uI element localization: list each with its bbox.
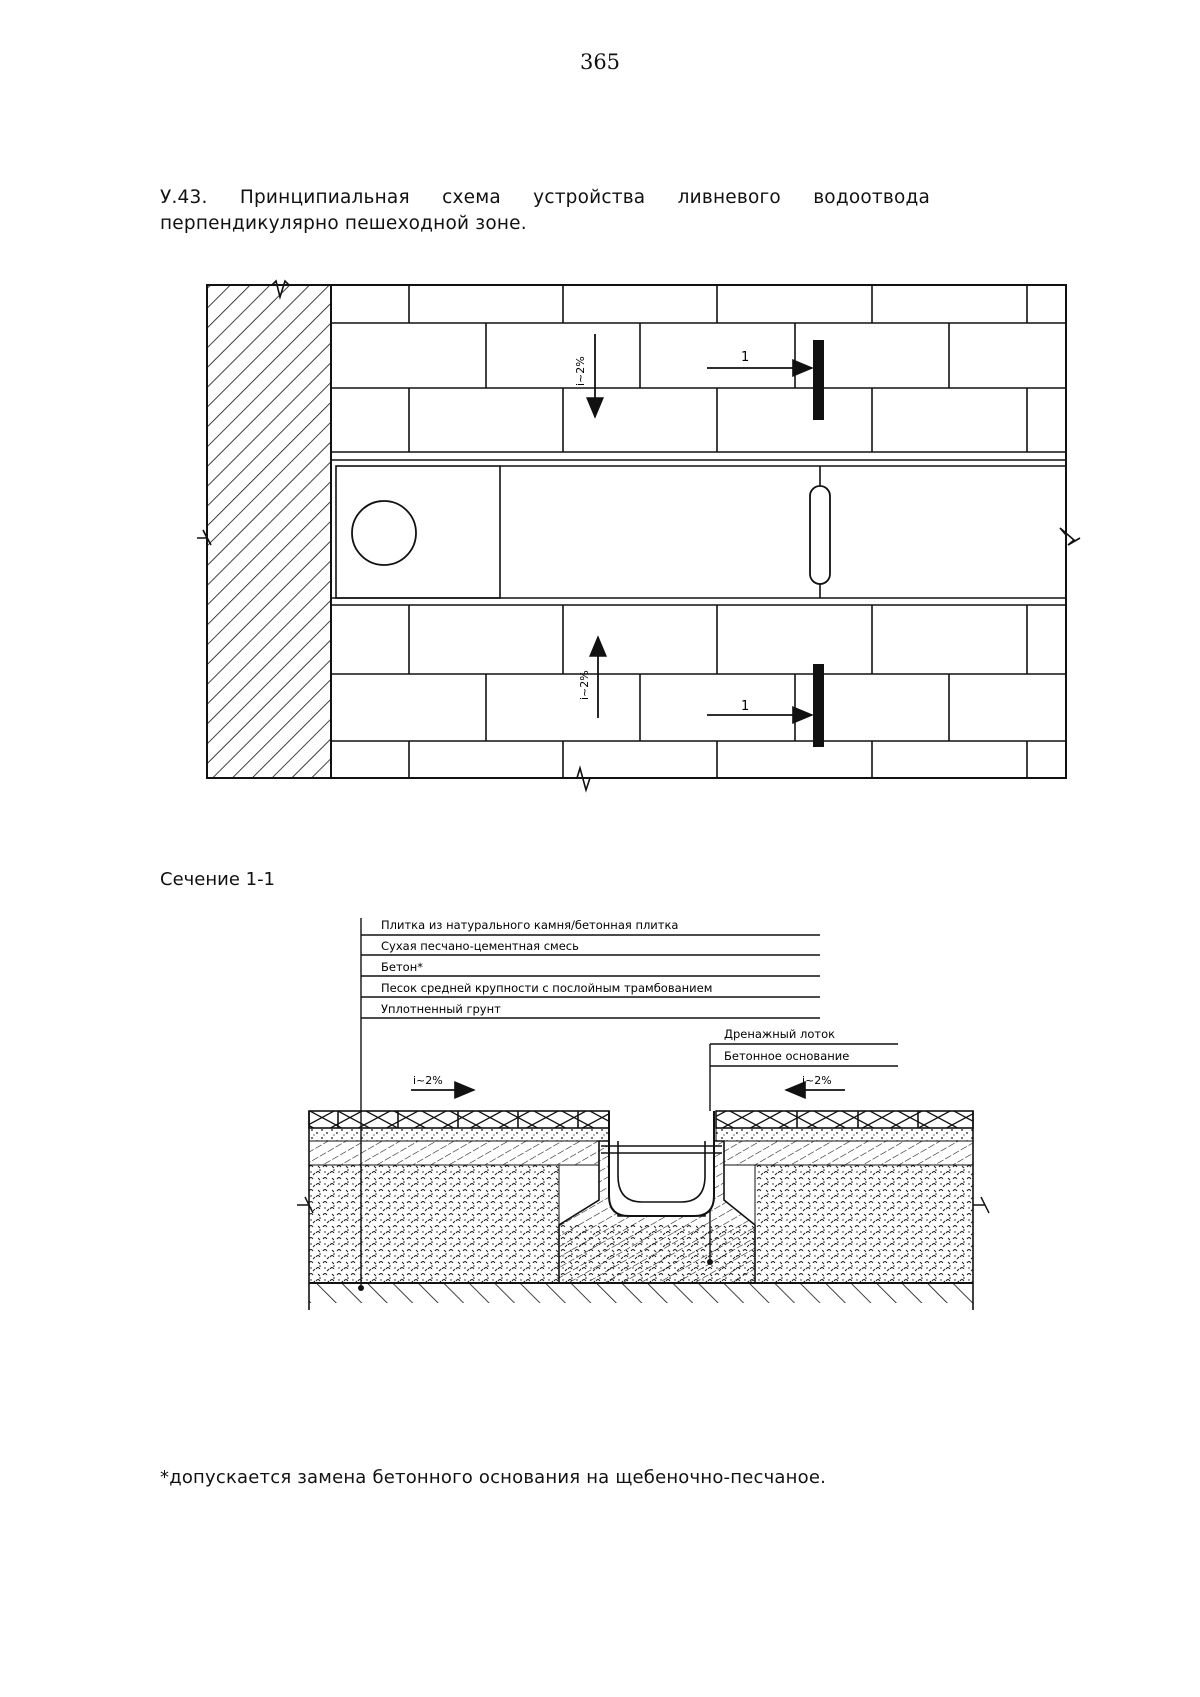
section-mark-bottom: 1 <box>741 699 749 714</box>
layer-label-2: Сухая песчано-цементная смесь <box>381 939 579 953</box>
inspection-well-icon <box>351 500 417 566</box>
dry-mix-layer-left <box>308 1127 610 1142</box>
page-number: 365 <box>579 50 621 74</box>
drain-label-1: Дренажный лоток <box>724 1027 835 1041</box>
figure-caption-line-1: У.43. Принципиальная схема устройства ли… <box>160 187 930 208</box>
section-break-left <box>297 1196 314 1214</box>
sand-layer-right <box>754 1164 974 1284</box>
tile-joints <box>337 1111 919 1128</box>
figure-caption: У.43. Принципиальная схема устройства ли… <box>160 185 960 237</box>
layer-label-5: Уплотненный грунт <box>381 1002 501 1016</box>
layer-label-1: Плитка из натурального камня/бетонная пл… <box>381 918 678 932</box>
figure-caption-line-2: перпендикулярно пешеходной зоне. <box>160 213 527 234</box>
layer-label-3: Бетон* <box>381 960 423 974</box>
upper-paving <box>331 285 1066 453</box>
section-title: Сечение 1-1 <box>160 869 276 890</box>
break-mark-right <box>1059 527 1081 546</box>
dry-mix-layer-right <box>715 1127 974 1142</box>
slope-label-top: i~2% <box>574 356 587 386</box>
ground-hatch <box>309 1283 973 1303</box>
drainage-channel-plan <box>331 459 1066 606</box>
channel-inner-profile <box>617 1141 706 1203</box>
drain-label-2: Бетонное основание <box>724 1049 849 1063</box>
pavement-outline <box>330 284 1067 779</box>
tile-layer-right <box>715 1110 974 1129</box>
lower-paving <box>331 605 1066 778</box>
slope-label-left: i~2% <box>413 1074 443 1087</box>
layer-label-4: Песок средней крупности с послойным трам… <box>381 981 712 995</box>
wall-hatch <box>206 284 332 779</box>
section-mark-top: 1 <box>741 350 749 365</box>
slope-label-right: i~2% <box>802 1074 832 1087</box>
section-break-right <box>973 1196 990 1214</box>
section-cut-bar-bottom <box>813 664 824 747</box>
concrete-layer-right <box>723 1140 974 1166</box>
break-mark-left <box>197 529 212 546</box>
section-cut-bar-top <box>813 340 824 420</box>
slope-label-bottom: i~2% <box>578 670 591 700</box>
slot-grate-icon <box>809 485 831 585</box>
sand-layer-left <box>308 1164 560 1284</box>
tile-layer-left <box>308 1110 610 1129</box>
concrete-layer-left <box>308 1140 600 1166</box>
break-mark-bottom <box>576 765 591 793</box>
footnote: *допускается замена бетонного основания … <box>160 1467 827 1488</box>
break-mark-top <box>271 279 290 300</box>
